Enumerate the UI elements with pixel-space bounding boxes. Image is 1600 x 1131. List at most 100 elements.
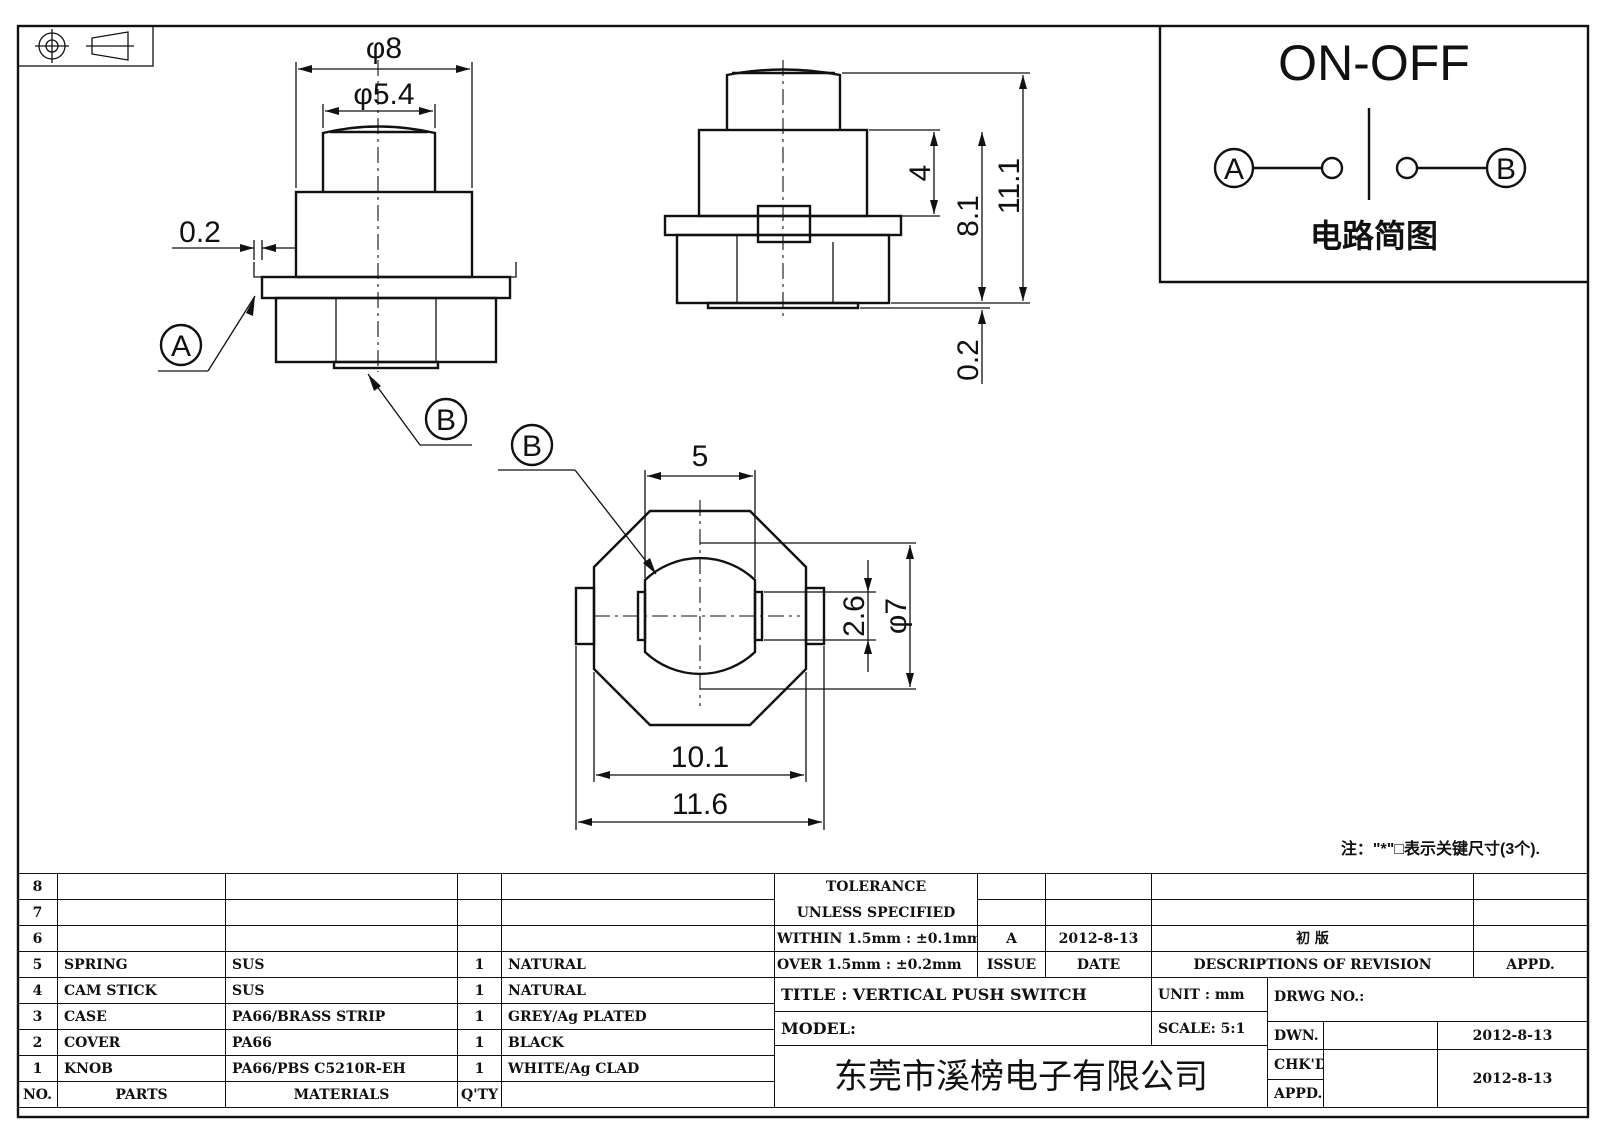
parts-row-1-no: 1 xyxy=(18,1056,58,1082)
rev-date: 2012-8-13 xyxy=(1046,926,1152,952)
callout-a: A xyxy=(171,330,191,363)
parts-row-2-qty: 1 xyxy=(458,1030,502,1056)
parts-row-7-finish xyxy=(502,900,775,926)
rev-blank-issue-2 xyxy=(978,900,1046,926)
parts-row-7-material xyxy=(226,900,458,926)
parts-row-3-no: 3 xyxy=(18,1004,58,1030)
parts-row-8-material xyxy=(226,874,458,900)
tolerance-line2: UNLESS SPECIFIED xyxy=(775,900,978,926)
model-cell: MODEL: xyxy=(775,1012,1152,1046)
parts-row-6-qty xyxy=(458,926,502,952)
parts-row-6-part xyxy=(58,926,226,952)
drwg-no-cell: DRWG NO.: xyxy=(1268,978,1588,1022)
rev-issue: A xyxy=(978,926,1046,952)
parts-row-6-finish xyxy=(502,926,775,952)
circuit-diagram: ON-OFF A B 电路简图 xyxy=(1158,26,1588,284)
parts-row-3-material: PA66/BRASS STRIP xyxy=(226,1004,458,1030)
tolerance-line3: WITHIN 1.5mm : ±0.1mm xyxy=(775,926,978,952)
dim-11-1: 11.1 xyxy=(993,158,1026,214)
parts-row-2-no: 2 xyxy=(18,1030,58,1056)
tolerance-line1: TOLERANCE xyxy=(775,874,978,900)
parts-row-2-material: PA66 xyxy=(226,1030,458,1056)
parts-row-3-qty: 1 xyxy=(458,1004,502,1030)
rev-issue-label: ISSUE xyxy=(978,952,1046,978)
circuit-caption: 电路简图 xyxy=(1310,218,1438,254)
parts-row-5-material: SUS xyxy=(226,952,458,978)
rev-blank-date-1 xyxy=(1046,874,1152,900)
parts-row-7-part xyxy=(58,900,226,926)
projection-symbol xyxy=(17,25,154,67)
parts-row-1-material: PA66/PBS C5210R-EH xyxy=(226,1056,458,1082)
chkd-date: 2012-8-13 xyxy=(1438,1050,1588,1108)
dwn-date: 2012-8-13 xyxy=(1438,1022,1588,1050)
rev-blank-appd-1 xyxy=(1474,874,1588,900)
dwn-label: DWN. xyxy=(1268,1022,1324,1050)
rev-appd xyxy=(1474,926,1588,952)
parts-row-1-finish: WHITE/Ag CLAD xyxy=(502,1056,775,1082)
dim-4: 4 xyxy=(904,165,937,182)
tolerance-line4: OVER 1.5mm : ±0.2mm xyxy=(775,952,978,978)
dim-phi5-4: φ5.4 xyxy=(353,78,414,111)
scale-cell: SCALE: 5:1 xyxy=(1152,1012,1268,1046)
title-cell: TITLE : VERTICAL PUSH SWITCH xyxy=(775,978,1152,1012)
parts-row-3-part: CASE xyxy=(58,1004,226,1030)
front-view: φ8 φ5.4 0.2 A B xyxy=(158,32,517,446)
rev-blank-appd-2 xyxy=(1474,900,1588,926)
parts-row-3-finish: GREY/Ag PLATED xyxy=(502,1004,775,1030)
parts-header-blank xyxy=(502,1082,775,1108)
parts-row-6-no: 6 xyxy=(18,926,58,952)
parts-row-7-no: 7 xyxy=(18,900,58,926)
rev-date-label: DATE xyxy=(1046,952,1152,978)
dim-0-2-left: 0.2 xyxy=(179,216,221,249)
dim-0-2-bottom: 0.2 xyxy=(952,339,985,381)
parts-row-5-part: SPRING xyxy=(58,952,226,978)
terminal-a: A xyxy=(1224,153,1244,186)
parts-row-2-part: COVER xyxy=(58,1030,226,1056)
parts-row-4-qty: 1 xyxy=(458,978,502,1004)
parts-header-materials: MATERIALS xyxy=(226,1082,458,1108)
rev-blank-desc-1 xyxy=(1152,874,1474,900)
chkd-label: CHK'D xyxy=(1268,1050,1324,1080)
rev-blank-issue-1 xyxy=(978,874,1046,900)
dwn-signature xyxy=(1324,1022,1438,1050)
callout-b2: B xyxy=(522,430,542,463)
dim-10-1: 10.1 xyxy=(671,741,729,774)
rev-blank-date-2 xyxy=(1046,900,1152,926)
parts-row-5-finish: NATURAL xyxy=(502,952,775,978)
callout-b1: B xyxy=(436,404,456,437)
chkd-signature xyxy=(1324,1050,1438,1108)
parts-row-8-finish xyxy=(502,874,775,900)
title-block: 8 7 6 5 SPRING SUS 1 NATURAL 4 CAM STICK… xyxy=(18,873,1588,1118)
parts-row-6-material xyxy=(226,926,458,952)
parts-row-8-part xyxy=(58,874,226,900)
parts-row-7-qty xyxy=(458,900,502,926)
parts-row-2-finish: BLACK xyxy=(502,1030,775,1056)
parts-row-4-finish: NATURAL xyxy=(502,978,775,1004)
dim-phi8: φ8 xyxy=(366,32,402,65)
parts-row-1-qty: 1 xyxy=(458,1056,502,1082)
drawing-frame xyxy=(16,24,1590,1119)
dim-5: 5 xyxy=(692,440,709,473)
parts-row-4-no: 4 xyxy=(18,978,58,1004)
company-name: 东莞市溪榜电子有限公司 xyxy=(775,1046,1268,1108)
rev-desc-label: DESCRIPTIONS OF REVISION xyxy=(1152,952,1474,978)
note-text: 注："*"□表示关键尺寸(3个). xyxy=(1341,839,1540,858)
parts-header-no: NO. xyxy=(18,1082,58,1108)
parts-row-4-part: CAM STICK xyxy=(58,978,226,1004)
unit-cell: UNIT : mm xyxy=(1152,978,1268,1012)
dim-phi7: φ7 xyxy=(880,598,913,634)
rev-description: 初 版 xyxy=(1152,926,1474,952)
parts-header-parts: PARTS xyxy=(58,1082,226,1108)
parts-row-1-part: KNOB xyxy=(58,1056,226,1082)
dim-11-6: 11.6 xyxy=(672,788,728,821)
parts-row-5-no: 5 xyxy=(18,952,58,978)
appd-label: APPD. xyxy=(1268,1080,1324,1108)
parts-row-8-qty xyxy=(458,874,502,900)
rev-appd-label: APPD. xyxy=(1474,952,1588,978)
parts-row-8-no: 8 xyxy=(18,874,58,900)
top-view: 5 2.6 φ7 10.1 11.6 B xyxy=(498,423,916,830)
parts-row-5-qty: 1 xyxy=(458,952,502,978)
circuit-title: ON-OFF xyxy=(1278,35,1470,91)
dim-8-1: 8.1 xyxy=(952,195,985,237)
